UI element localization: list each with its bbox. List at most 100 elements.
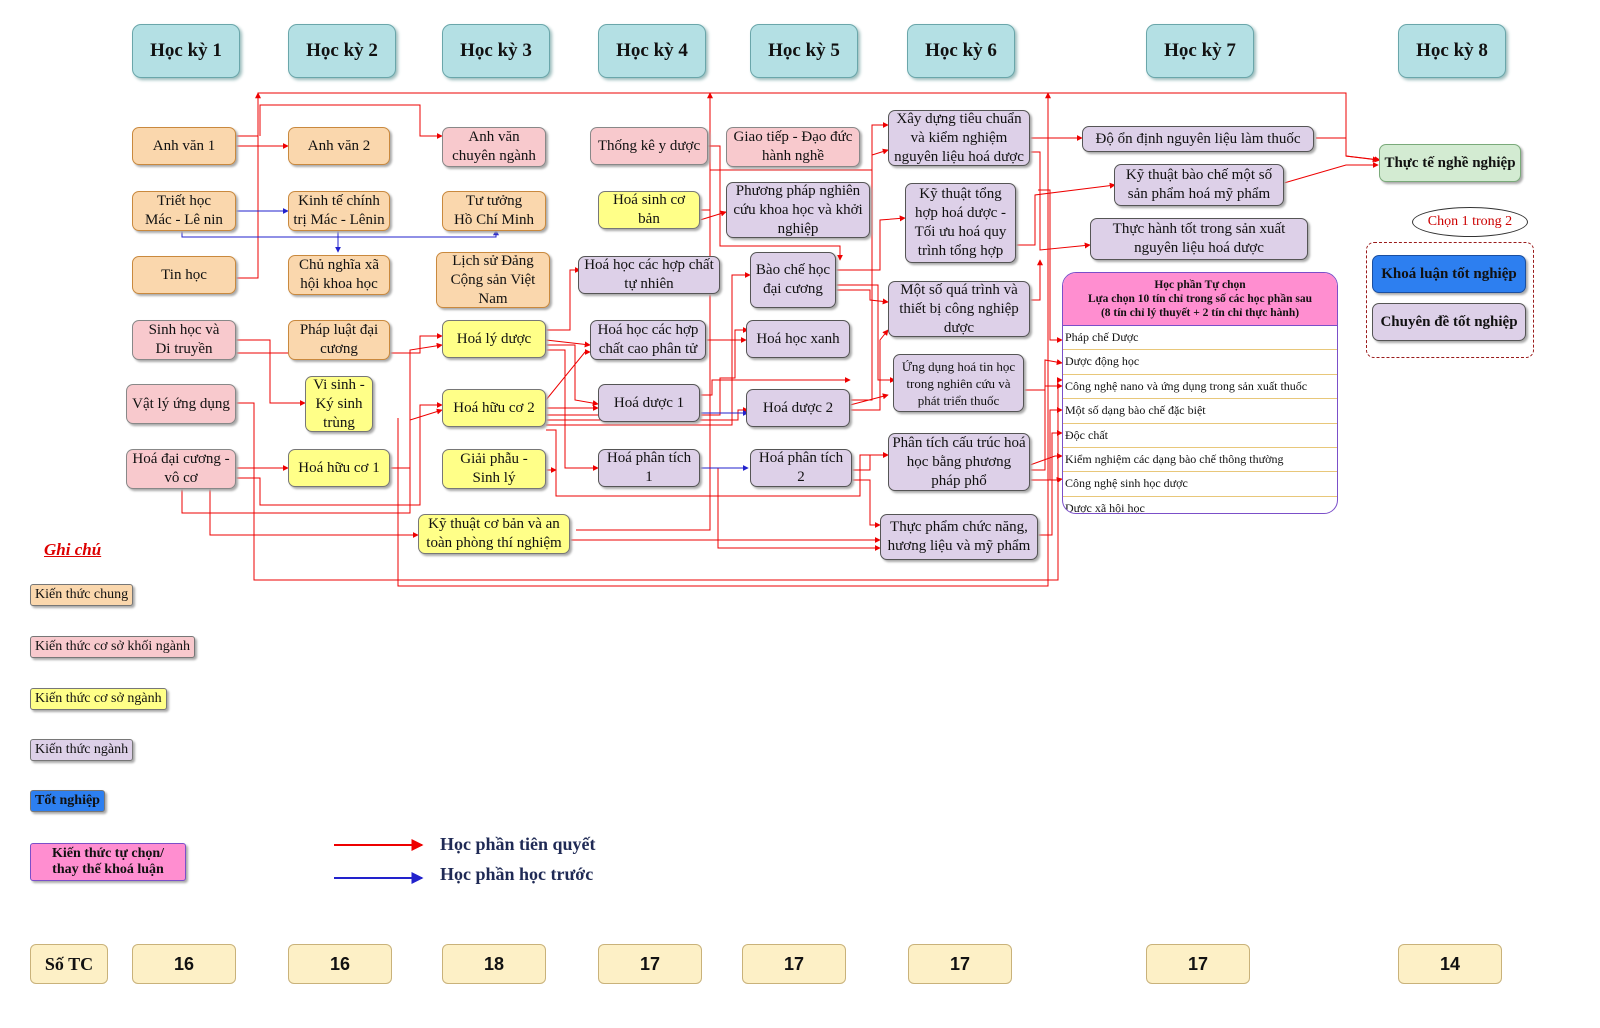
course-hoa-dai-cuong[interactable]: Hoá đại cương - vô cơ (126, 449, 236, 489)
arrow (1038, 430, 1063, 536)
course-tin-hoc[interactable]: Tin học (132, 256, 236, 294)
course-sinh-hoc[interactable]: Sinh học và Di truyền (132, 320, 236, 360)
course-anh-van-1[interactable]: Anh văn 1 (132, 127, 236, 165)
course-hoa-hop-chat-tu-nhien[interactable]: Hoá học các hợp chất tự nhiên (578, 256, 720, 294)
course-hoa-phan-tich-1[interactable]: Hoá phân tích 1 (598, 449, 700, 487)
legend-prior-label: Học phần học trước (440, 864, 594, 884)
semester-header-6: Học kỳ 6 (907, 24, 1015, 78)
course-thuc-hanh-tot[interactable]: Thực hành tốt trong sản xuất nguyên liệu… (1090, 218, 1308, 260)
arrow (1030, 477, 1063, 483)
elective-subtitle: Lựa chọn 10 tín chỉ trong số các học phầ… (1088, 293, 1312, 305)
course-tu-tuong-hcm[interactable]: Tư tưởng Hồ Chí Minh (442, 191, 546, 231)
credits-semester-2: 16 (288, 944, 392, 984)
arrow (1030, 407, 1063, 481)
course-triet-hoc[interactable]: Triết học Mác - Lê nin (132, 191, 236, 231)
course-hoa-sinh-co-ban[interactable]: Hoá sinh cơ bản (598, 191, 700, 229)
course-lich-su-dang[interactable]: Lịch sử Đảng Cộng sản Việt Nam (436, 252, 550, 308)
arrow (545, 339, 591, 348)
semester-header-5: Học kỳ 5 (750, 24, 858, 78)
course-chuyen-de[interactable]: Chuyên đề tốt nghiệp (1372, 303, 1526, 341)
arrow (546, 267, 581, 331)
course-hoa-ly-duoc[interactable]: Hoá lý dược (442, 320, 546, 358)
legend-core: Kiến thức cơ sở ngành (30, 688, 167, 710)
choose-one-group (1366, 242, 1534, 358)
elective-item[interactable]: Một số dạng bào chế đặc biệt (1063, 399, 1337, 424)
semester-header-7: Học kỳ 7 (1146, 24, 1254, 78)
elective-course-table: Học phần Tự chọn Lựa chọn 10 tín chỉ tro… (1062, 272, 1338, 514)
course-hoa-hoc-xanh[interactable]: Hoá học xanh (746, 320, 850, 358)
course-vi-sinh[interactable]: Vi sinh - Ký sinh trùng (305, 376, 373, 432)
credits-semester-6: 17 (908, 944, 1012, 984)
arrow (699, 210, 727, 221)
credits-semester-7: 17 (1146, 944, 1250, 984)
arrow (852, 479, 881, 528)
course-anh-van-2[interactable]: Anh văn 2 (288, 127, 390, 165)
course-thuc-pham-chuc-nang[interactable]: Thực phẩm chức năng, hương liệu và mỹ ph… (880, 514, 1038, 560)
course-phuong-phap-nghien-cuu[interactable]: Phương pháp nghiên cứu khoa học và khởi … (726, 182, 870, 238)
elective-item[interactable]: Công nghệ nano và ứng dụng trong sản xuấ… (1063, 375, 1337, 400)
credits-semester-4: 17 (598, 944, 702, 984)
arrow (849, 393, 889, 406)
course-kinh-te-chinh-tri[interactable]: Kinh tế chính trị Mác - Lênin (288, 191, 390, 231)
course-ky-thuat-co-ban[interactable]: Kỹ thuật cơ bản và an toàn phòng thí ngh… (418, 514, 570, 554)
semester-header-1: Học kỳ 1 (132, 24, 240, 78)
course-ky-thuat-tong-hop[interactable]: Kỹ thuật tổng hợp hoá dược - Tối ưu hoá … (905, 183, 1016, 263)
elective-title: Học phần Tự chọn (1154, 279, 1246, 291)
arrow (1030, 151, 1091, 251)
course-ung-dung-hoa-tin-hoc[interactable]: Ứng dụng hoá tin học trong nghiên cứu và… (893, 354, 1024, 412)
choice-callout: Chọn 1 trong 2 (1412, 207, 1528, 237)
course-thong-ke-y-duoc[interactable]: Thống kê y dược (590, 127, 708, 165)
elective-note: (8 tín chỉ lý thuyết + 2 tín chỉ thực hà… (1100, 307, 1300, 319)
course-xay-dung-tieu-chuan[interactable]: Xây dựng tiêu chuẩn và kiểm nghiệm nguyê… (888, 110, 1030, 166)
arrow (1283, 162, 1379, 184)
arrow (1029, 453, 1063, 466)
elective-item[interactable]: Pháp chế Dược (1063, 326, 1337, 351)
legend-title: Ghi chú (44, 540, 102, 559)
credits-label: Số TC (30, 944, 108, 984)
course-hoa-huu-co-1[interactable]: Hoá hữu cơ 1 (288, 449, 390, 487)
credits-semester-5: 17 (742, 944, 846, 984)
legend-base: Kiến thức cơ sở khối ngành (30, 636, 195, 658)
legend-prerequisite-label: Học phần tiên quyết (440, 834, 596, 854)
course-chu-nghia-xa-hoi[interactable]: Chủ nghĩa xã hội khoa học (288, 255, 390, 295)
arrow (850, 329, 889, 411)
arrow (1038, 189, 1063, 343)
legend-graduation: Tốt nghiệp (30, 790, 105, 812)
arrow (546, 349, 599, 471)
course-hoa-phan-tich-2[interactable]: Hoá phân tích 2 (750, 449, 852, 487)
credits-semester-1: 16 (132, 944, 236, 984)
credits-semester-3: 18 (442, 944, 546, 984)
course-phan-tich-cau-truc[interactable]: Phân tích cấu trúc hoá học bằng phương p… (888, 433, 1030, 491)
semester-header-4: Học kỳ 4 (598, 24, 706, 78)
course-hoa-huu-co-2[interactable]: Hoá hữu cơ 2 (442, 389, 546, 427)
course-thuc-te-nghe-nghiep[interactable]: Thực tế nghề nghiệp (1379, 144, 1521, 182)
arrow (236, 92, 261, 279)
course-vat-ly[interactable]: Vật lý ứng dụng (126, 384, 236, 424)
elective-item[interactable]: Dược động học (1063, 350, 1337, 375)
course-mot-so-qua-trinh[interactable]: Một số quá trình và thiết bị công nghiệp… (888, 281, 1030, 337)
course-khoa-luan[interactable]: Khoá luận tốt nghiệp (1372, 255, 1526, 293)
course-bao-che-hoc[interactable]: Bào chế học đại cương (750, 252, 836, 308)
semester-header-2: Học kỳ 2 (288, 24, 396, 78)
arrow (390, 342, 443, 469)
course-anh-van-chuyen-nganh[interactable]: Anh văn chuyên ngành (442, 127, 546, 167)
course-giai-phau[interactable]: Giải phẫu - Sinh lý (442, 449, 546, 489)
elective-item[interactable]: Dược xã hội học (1065, 500, 1145, 514)
legend-general: Kiến thức chung (30, 584, 134, 606)
semester-header-8: Học kỳ 8 (1398, 24, 1506, 78)
course-hoa-duoc-1[interactable]: Hoá dược 1 (598, 384, 700, 422)
course-do-on-dinh[interactable]: Độ ổn định nguyên liệu làm thuốc (1082, 126, 1314, 152)
course-ky-thuat-bao-che[interactable]: Kỹ thuật bào chế một số sản phẩm hoá mỹ … (1114, 164, 1284, 206)
course-hoa-cao-phan-tu[interactable]: Hoá học các hợp chất cao phân tử (590, 320, 706, 360)
arrow (1030, 383, 1063, 471)
elective-item[interactable]: Kiểm nghiệm các dạng bào chế thông thườn… (1063, 448, 1337, 473)
course-phap-luat[interactable]: Pháp luật đại cương (288, 320, 390, 360)
elective-item[interactable]: Công nghệ sinh học dược (1063, 472, 1337, 497)
elective-item[interactable]: Độc chất (1063, 424, 1337, 448)
arrow (209, 488, 419, 538)
course-giao-tiep-dao-duc[interactable]: Giao tiếp - Đạo đức hành nghề (726, 127, 860, 167)
course-hoa-duoc-2[interactable]: Hoá dược 2 (746, 389, 850, 427)
arrow (1316, 137, 1381, 163)
legend-major: Kiến thức ngành (30, 739, 134, 761)
